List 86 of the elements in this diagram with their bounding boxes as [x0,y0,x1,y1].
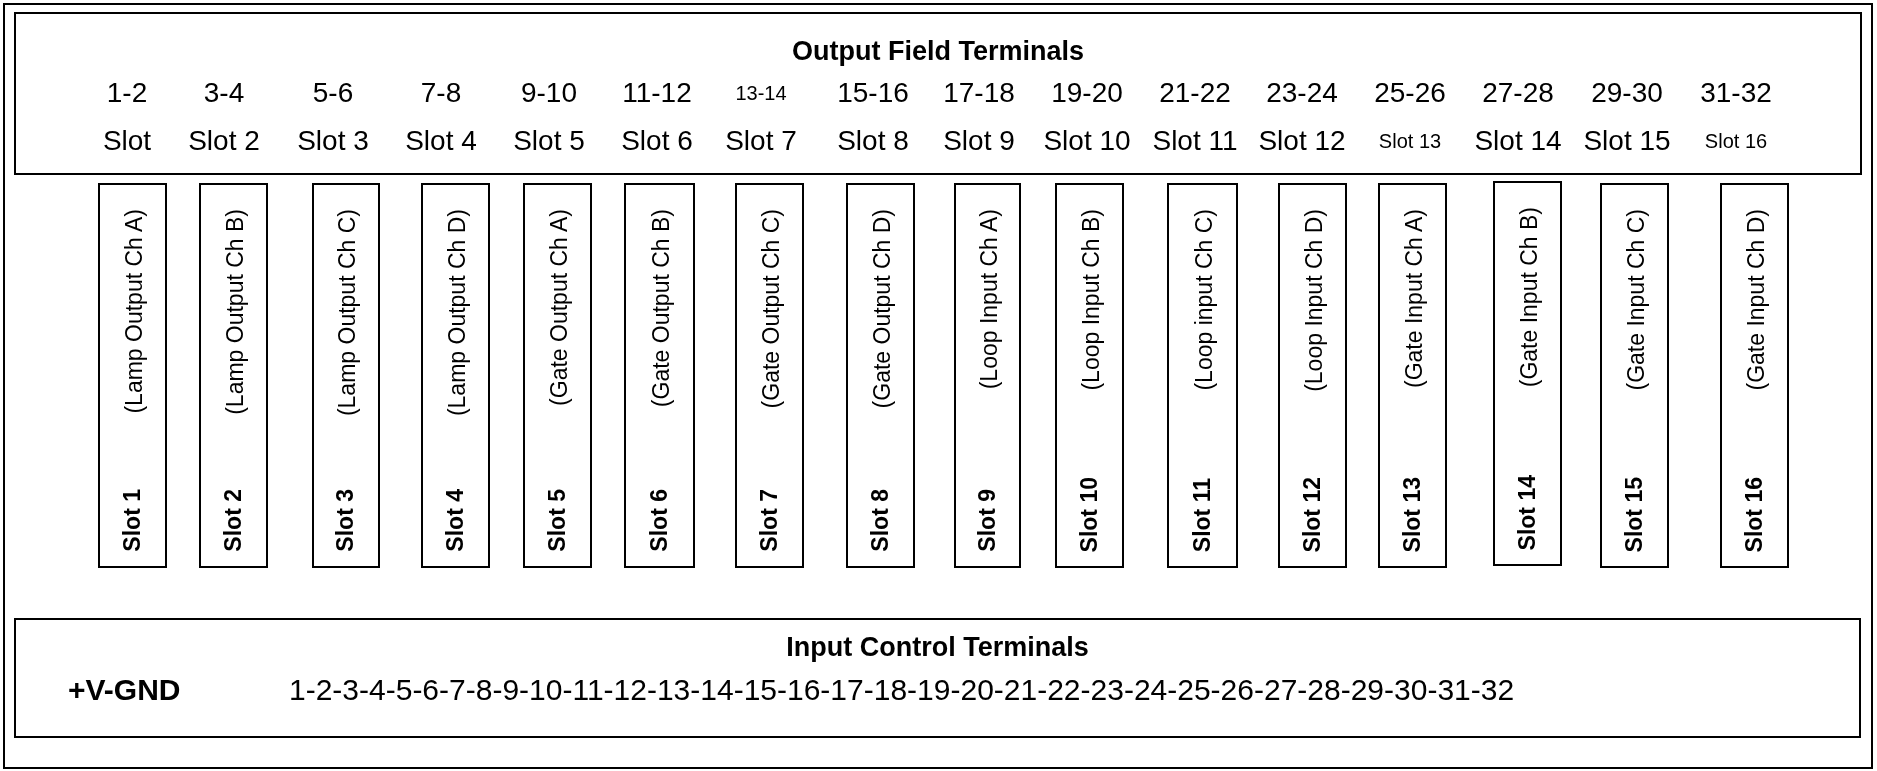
slot-function: (Lamp Output Ch B) [223,209,247,415]
slot-number: Slot 11 [1190,477,1214,552]
slot-number: Slot 6 [647,489,671,552]
slot-box [1493,181,1562,566]
slot-box [1055,183,1124,568]
slot-function: (Gate Output Ch B) [649,209,673,408]
supply-label: +V-GND [68,675,181,705]
slot-function: (Gate Output Ch C) [759,209,783,409]
terminal-numbers: 19-20 [1050,79,1124,107]
terminal-numbers: 7-8 [419,79,463,107]
slot-function: (Lamp Output Ch D) [445,209,469,417]
terminal-panel [14,618,1861,738]
slot-label: Slot 6 [620,127,694,155]
slot-number: Slot 9 [975,489,999,552]
slot-label: Slot 14 [1473,127,1563,155]
slot-function: (Lamp Output Ch A) [122,209,146,414]
slot-function: (Loop Input Ch A) [977,209,1001,390]
panel-title: Output Field Terminals [791,38,1085,65]
slot-box [1167,183,1238,568]
terminal-numbers: 23-24 [1265,79,1339,107]
slot-label: Slot 3 [296,127,370,155]
slot-label: Slot 9 [942,127,1016,155]
terminal-numbers: 25-26 [1373,79,1447,107]
slot-function: (Gate Output Ch A) [547,209,571,406]
terminal-numbers: 1-2 [105,79,149,107]
slot-label: Slot 16 [1703,131,1769,151]
slot-box [954,183,1021,568]
slot-label: Slot 15 [1582,127,1672,155]
slot-label: Slot 4 [404,127,478,155]
slot-function: (Gate Input Ch D) [1744,209,1768,391]
slot-number: Slot 13 [1400,476,1424,552]
terminal-numbers: 11-12 [621,79,693,107]
slot-number: Slot 2 [221,489,245,552]
terminal-numbers: 3-4 [202,79,246,107]
terminal-numbers: 31-32 [1699,79,1773,107]
slot-box [98,183,167,568]
slot-number: Slot 7 [757,489,781,552]
slot-number: Slot 8 [868,489,892,552]
slot-box [199,183,268,568]
terminal-numbers: 15-16 [836,79,910,107]
slot-label: Slot 7 [724,127,798,155]
slot-function: (Gate Input Ch C) [1624,209,1648,391]
slot-box [1600,183,1669,568]
slot-box [735,183,804,568]
slot-box [1278,183,1347,568]
slot-function: (Loop Input Ch B) [1079,209,1103,391]
slot-number: Slot 3 [334,489,357,552]
terminal-numbers: 27-28 [1481,79,1555,107]
terminal-numbers: 1-2-3-4-5-6-7-8-9-10-11-12-13-14-15-16-17-18-19-20-21-22-23-24-25-26-27-28-29-30-31-32 [289,675,1515,705]
slot-box [1378,183,1447,568]
slot-number: Slot 10 [1077,476,1101,552]
slot-label: Slot 11 [1151,127,1239,155]
slot-label: Slot 12 [1257,127,1347,155]
panel-title: Input Control Terminals [785,634,1090,661]
slot-box [421,183,490,568]
slot-function: (Gate Input Ch B) [1517,207,1541,388]
slot-label: Slot 8 [836,127,910,155]
slot-number: Slot 14 [1515,474,1539,550]
terminal-numbers: 17-18 [942,79,1016,107]
slot-box [523,183,592,568]
slot-number: Slot 4 [443,489,467,552]
slot-number: Slot 12 [1300,476,1324,552]
slot-function: (Gate Input Ch A) [1402,209,1426,388]
terminal-numbers: 9-10 [519,79,578,107]
slot-function: (Gate Output Ch D) [870,209,894,409]
terminal-numbers: 29-30 [1590,79,1664,107]
terminal-numbers: 5-6 [311,79,355,107]
slot-box [312,183,380,568]
slot-label: Slot 10 [1042,127,1132,155]
slot-label: Slot 2 [187,127,261,155]
terminal-numbers: 21-22 [1158,79,1232,107]
slot-function: (Loop Input Ch D) [1302,209,1326,392]
slot-label: Slot 5 [512,127,586,155]
slot-box [624,183,695,568]
slot-number: Slot 15 [1622,476,1646,552]
slot-label: Slot 13 [1377,131,1443,151]
slot-label: Slot [101,127,153,155]
slot-function: (Lamp Output Ch C) [336,209,359,417]
terminal-panel [14,12,1862,175]
slot-number: Slot 16 [1742,476,1766,552]
slot-box [1720,183,1789,568]
slot-number: Slot 1 [120,489,144,552]
slot-box [846,183,915,568]
slot-number: Slot 5 [545,489,569,552]
slot-function: (Loop input Ch C) [1192,209,1216,391]
terminal-numbers: 13-14 [734,83,788,103]
